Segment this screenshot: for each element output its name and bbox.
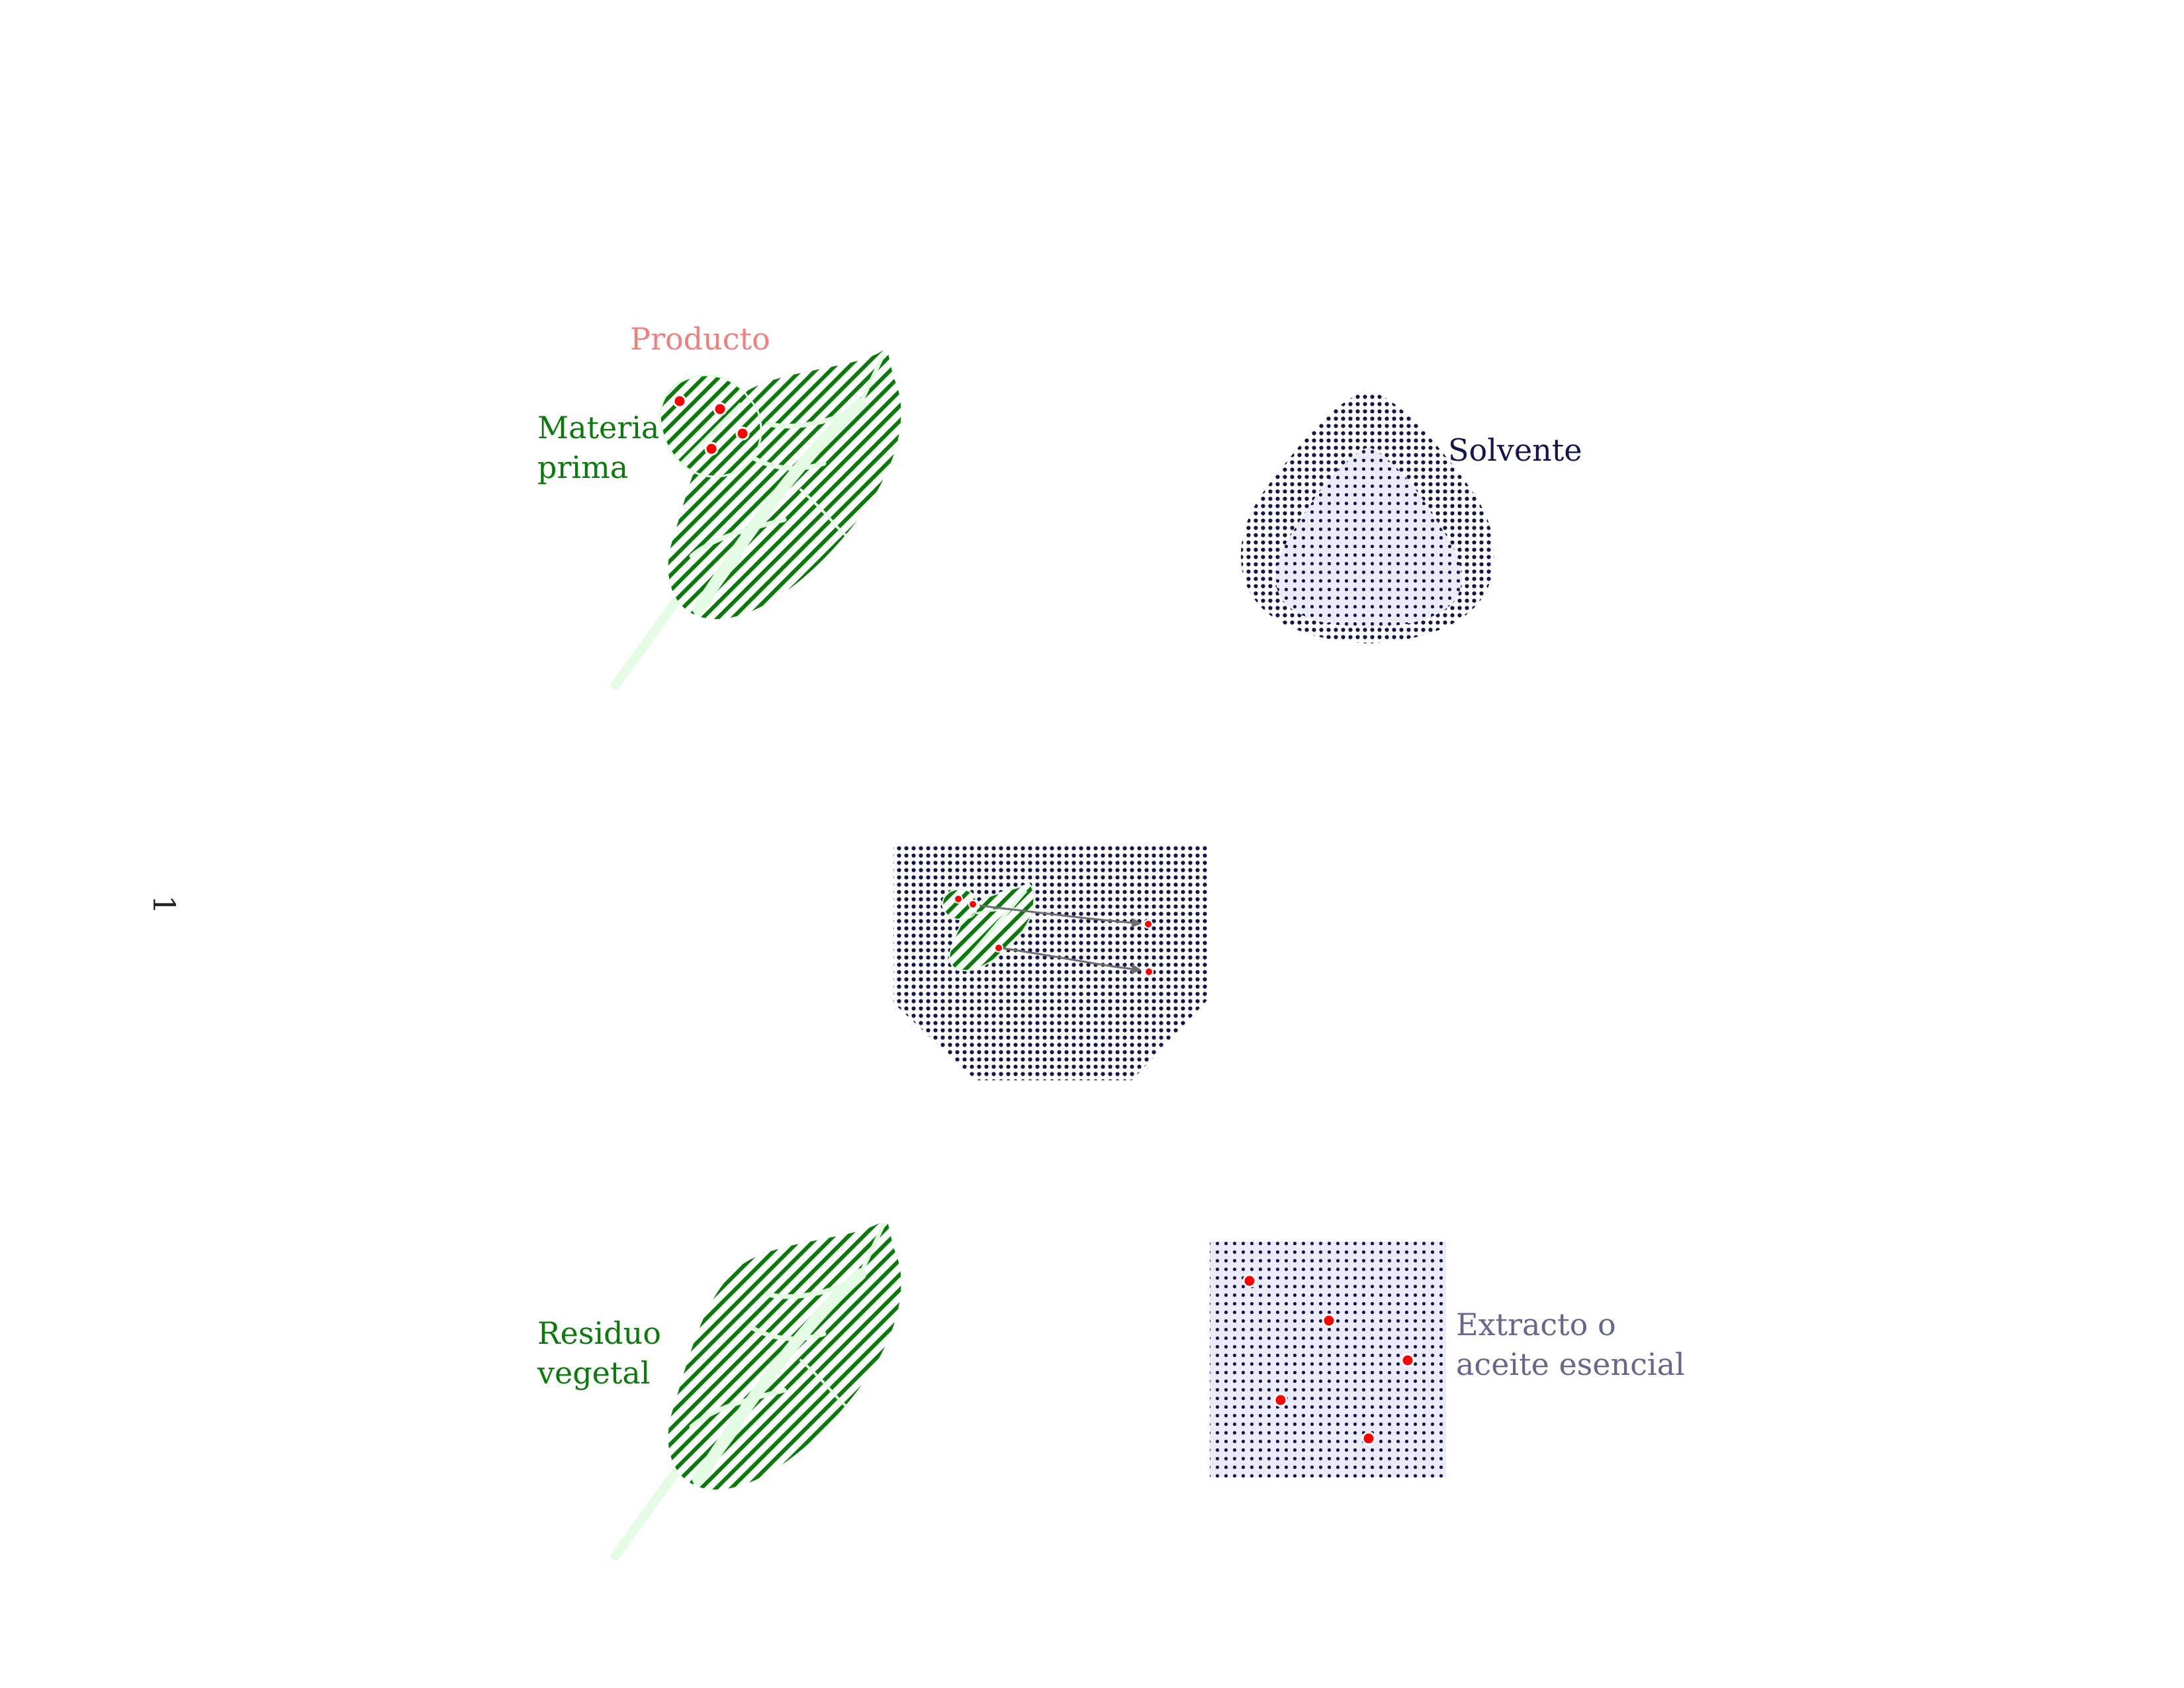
raw-material-leaf [611,348,901,690]
extract-product-dots [1242,1274,1415,1446]
product-dot [672,394,687,408]
product-dot [735,426,750,441]
product-dot [954,894,963,904]
transfer-arrows [979,904,1142,974]
product-dot [1144,967,1154,976]
materia-prima-label: Materia prima [537,410,669,485]
product-dot [994,943,1003,953]
product-dot [1144,919,1153,929]
residuo-vegetal-label: Residuo vegetal [537,1315,671,1391]
solvent-drop-inner [1275,447,1462,628]
leaf-veins [689,352,886,615]
product-dot [713,402,727,416]
leaf-stem [611,1468,680,1560]
extract-square [1210,1241,1446,1477]
page-number: 1 [146,895,182,914]
arrow [979,904,1142,928]
product-dots [672,394,750,456]
leaf-veins [689,1223,886,1485]
product-dot [1242,1274,1257,1288]
product-dot [704,442,719,456]
extracto-label: Extracto o aceite esencial [1456,1307,1685,1382]
solvente-label: Solvente [1448,432,1582,468]
mini-leaf-small [942,888,978,921]
small-leaf-icon [659,374,762,478]
extraction-vessel [893,845,1208,1080]
producto-label: Producto [630,321,770,357]
vessel-product-dots [954,894,1154,976]
arrow [1000,947,1142,974]
product-dot [1361,1431,1376,1446]
solvent-drop [1241,391,1494,643]
extraction-vessel-icon [893,845,1208,1080]
product-dot [968,900,978,909]
residue-leaf [611,1218,901,1560]
product-dot [1273,1393,1288,1407]
product-dot [1322,1313,1336,1328]
product-dot [1400,1353,1415,1368]
leaf-stem [611,598,680,690]
